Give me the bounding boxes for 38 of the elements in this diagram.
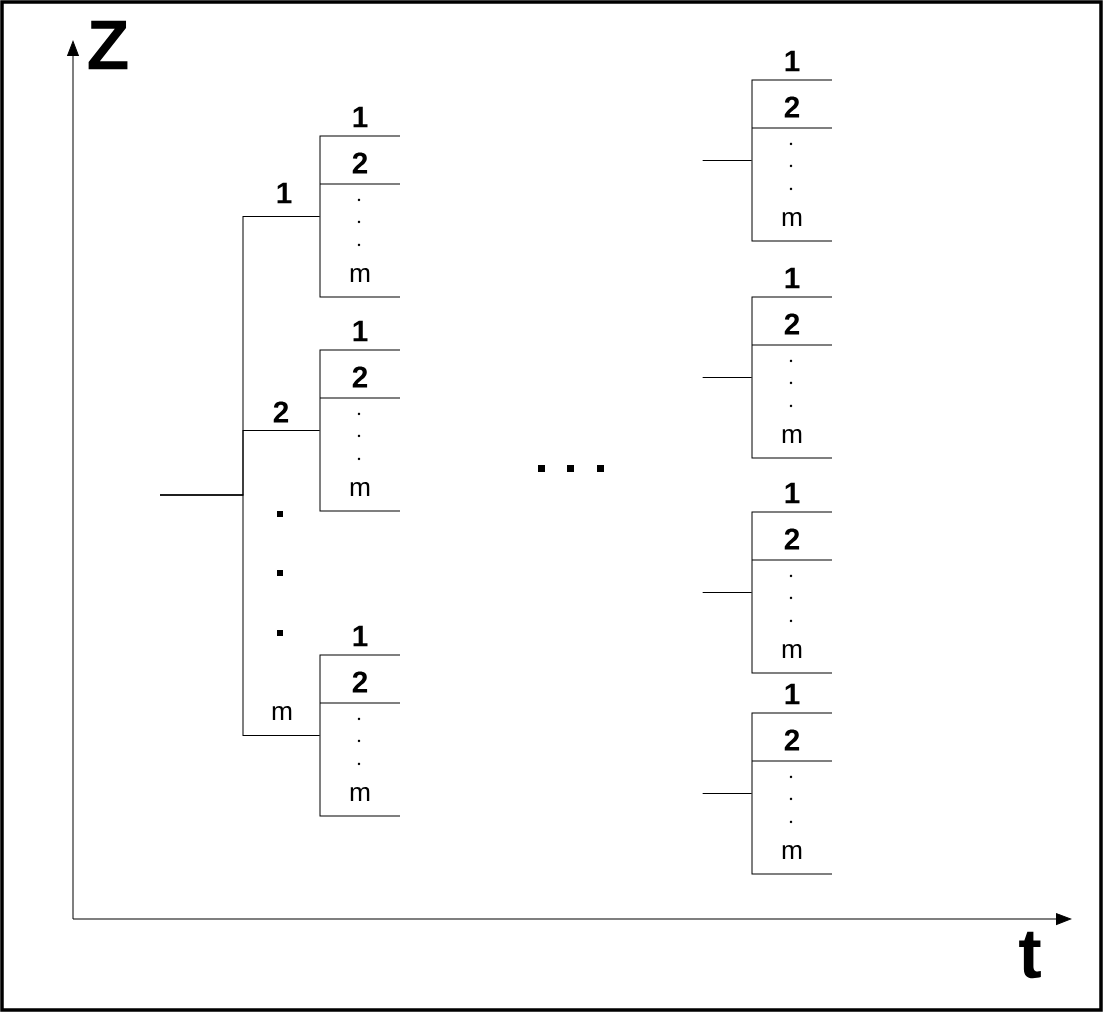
connector-line (702, 377, 753, 378)
stack-bracket: 1 2 m (319, 625, 401, 817)
node-label: 2 (784, 96, 800, 118)
node-label: 1 (785, 683, 800, 705)
node-label: 2 (352, 366, 368, 388)
node-label: 1 (353, 106, 368, 128)
stack-bracket: 1 2 m (751, 482, 833, 674)
node-label: 2 (784, 313, 800, 335)
node-label: m (782, 211, 802, 227)
node-label: m (782, 844, 802, 860)
edge-label: 2 (271, 400, 291, 424)
axis-label: Z (88, 20, 128, 70)
node-label: 1 (353, 625, 368, 647)
stack-bracket: 1 2 m (319, 106, 401, 298)
node-label: 1 (785, 50, 800, 72)
node-label: 1 (785, 267, 800, 289)
stack-bracket: 1 2 m (751, 683, 833, 875)
node-label: 2 (352, 671, 368, 693)
connector-line (159, 494, 321, 736)
node-label: 1 (353, 320, 368, 342)
node-label: m (350, 481, 370, 497)
node-label: 2 (784, 729, 800, 751)
node-label: m (350, 267, 370, 283)
stack-bracket: 1 2 m (751, 267, 833, 459)
node-label: m (782, 428, 802, 444)
node-label: 1 (785, 482, 800, 504)
connector-line (702, 793, 753, 794)
stack-bracket: 1 2 m (751, 50, 833, 242)
node-label: m (350, 786, 370, 802)
node-label: 2 (352, 152, 368, 174)
node-label: m (782, 643, 802, 659)
edge-label: 1 (274, 181, 294, 205)
connector-line (702, 592, 753, 593)
stack-bracket: 1 2 m (319, 320, 401, 512)
connector-line (702, 160, 753, 161)
node-label: 2 (784, 528, 800, 550)
axis-label: t (1019, 931, 1041, 979)
edge-label: m (270, 704, 294, 722)
